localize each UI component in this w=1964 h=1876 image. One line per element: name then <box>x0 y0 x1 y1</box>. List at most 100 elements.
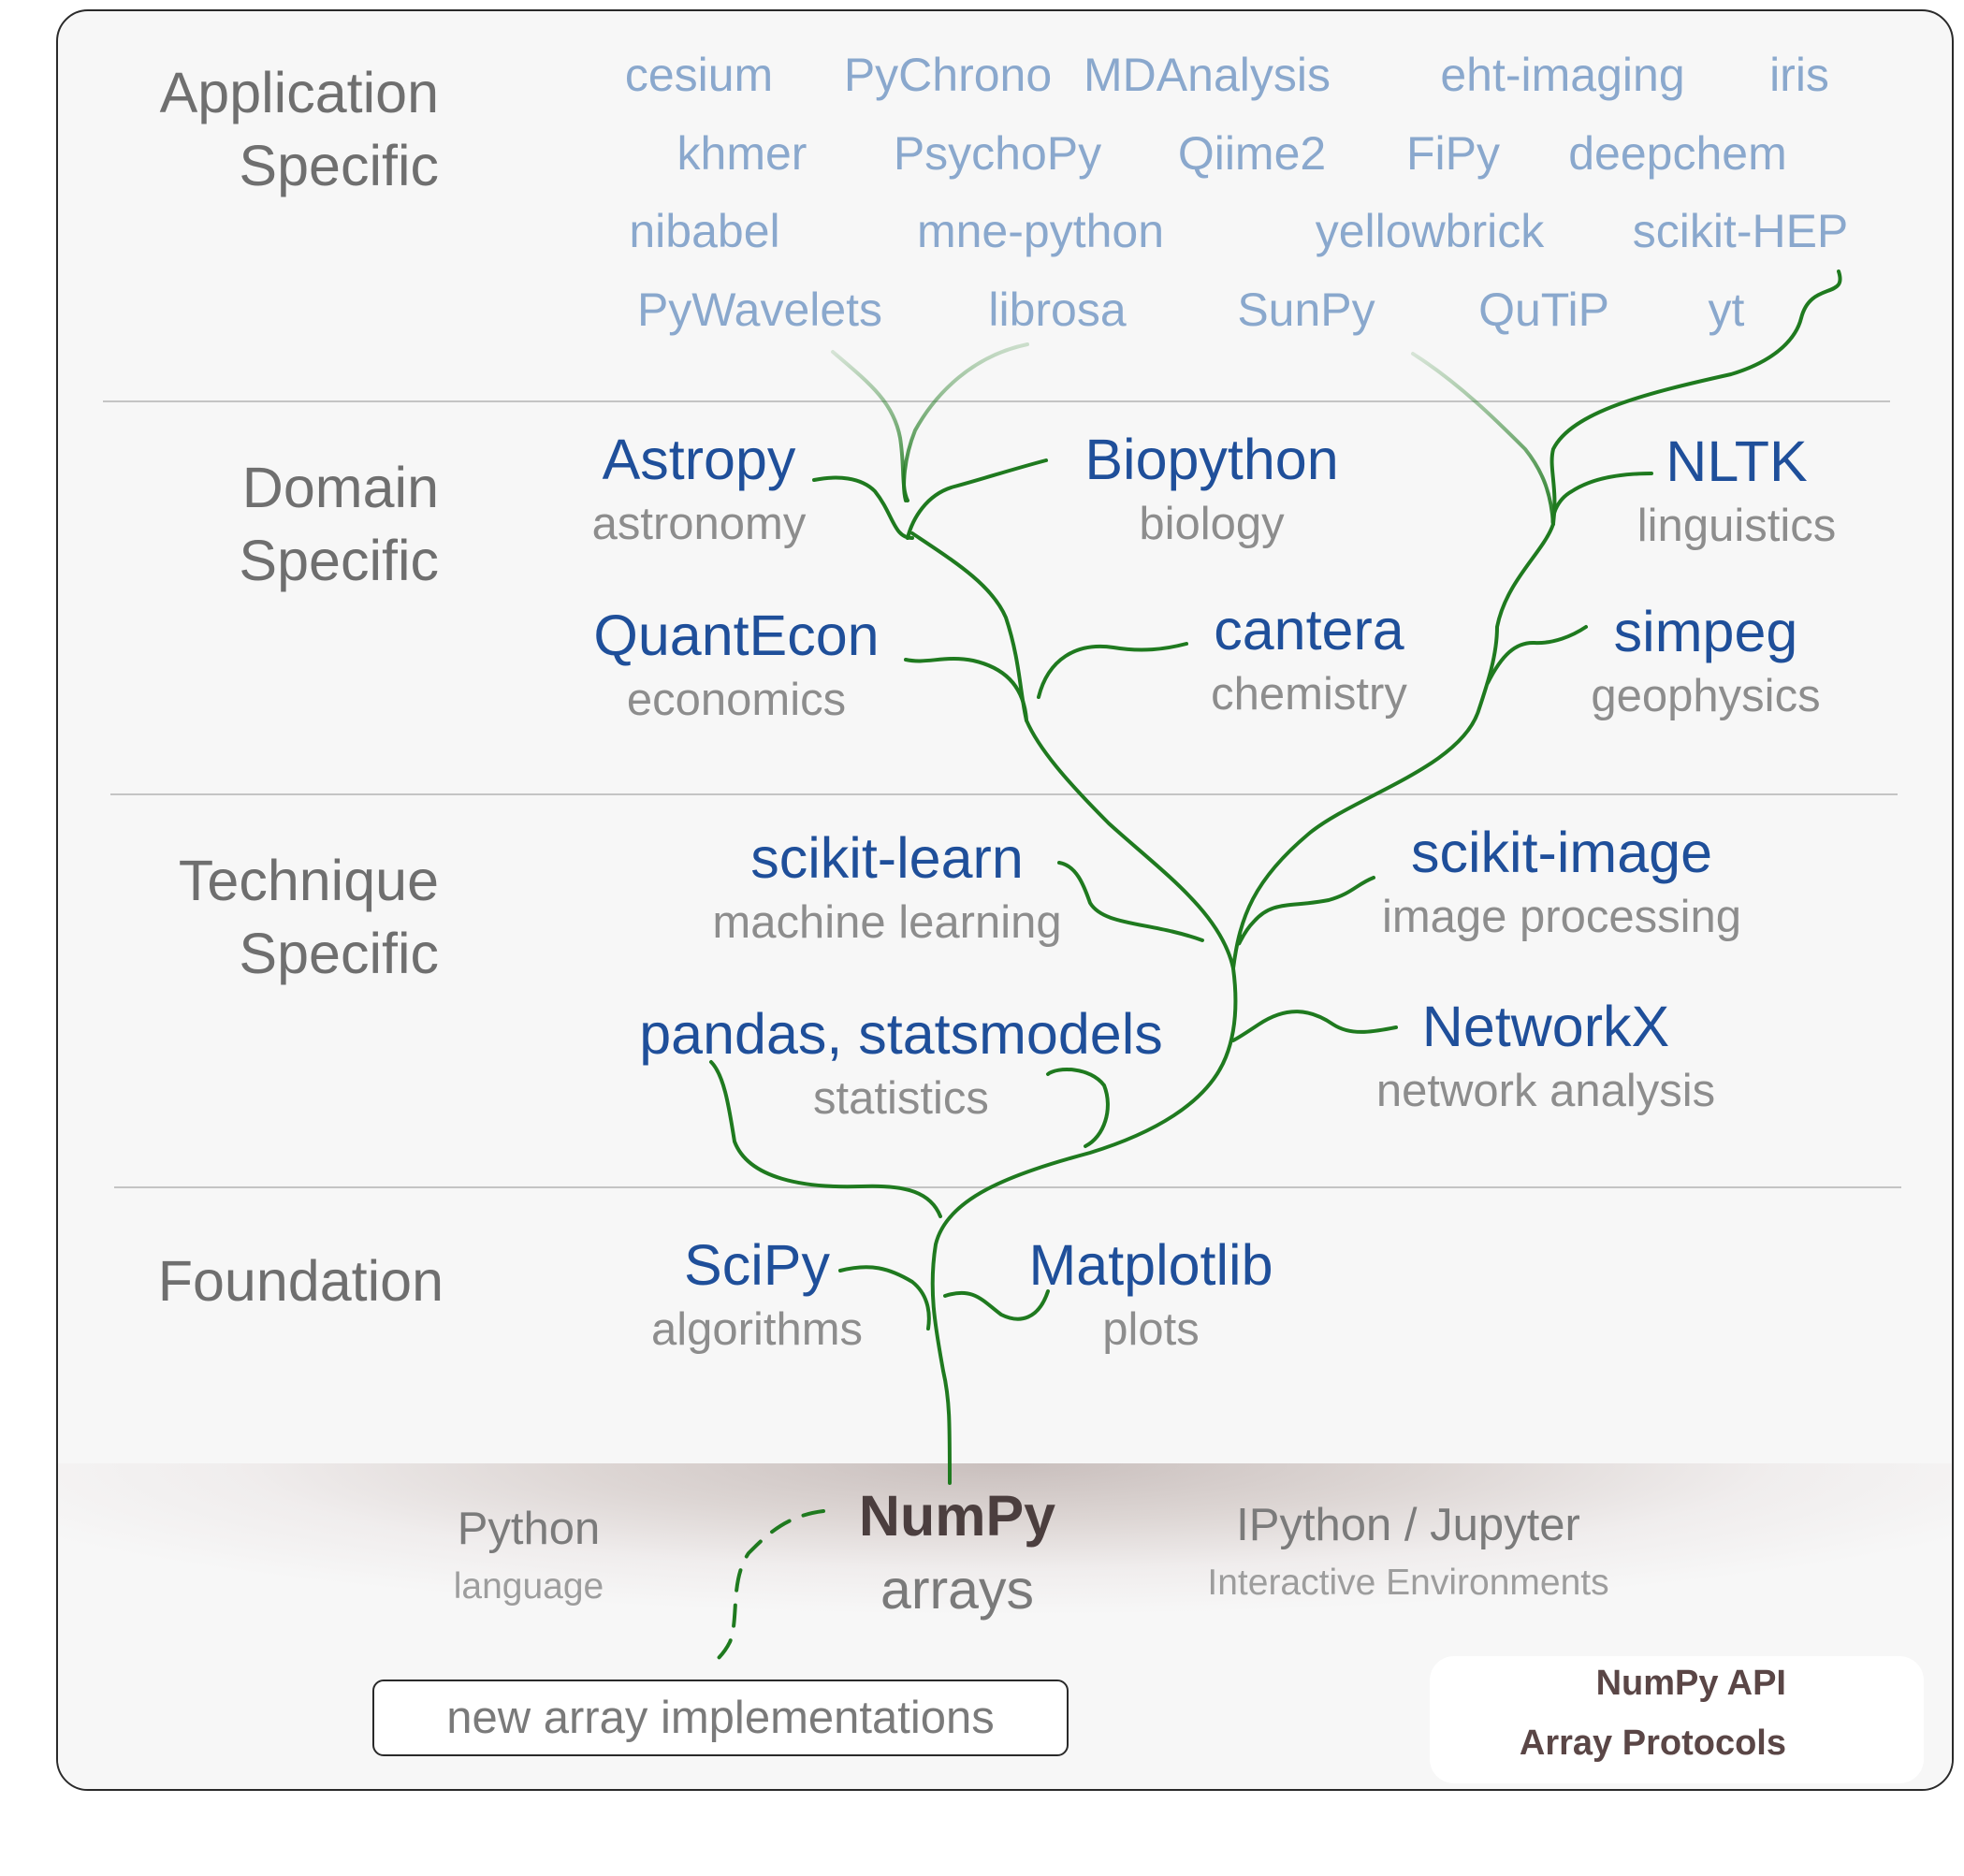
package-name: NetworkX <box>1421 995 1670 1058</box>
application-package: khmer <box>676 127 807 180</box>
branch-sunpy <box>1411 352 1555 526</box>
package-quantecon: QuantEcon economics <box>593 601 879 730</box>
application-package: cesium <box>624 49 774 101</box>
package-nltk: NLTK linguistics <box>1637 427 1836 556</box>
core-ipython-jupyter: IPython / Jupyter Interactive Environmen… <box>1207 1493 1608 1609</box>
application-package: nibabel <box>629 205 780 257</box>
application-package: mne-python <box>916 205 1165 257</box>
package-name: Astropy <box>602 428 796 491</box>
core-description: arrays <box>880 1559 1034 1621</box>
package-matplotlib: Matplotlib plots <box>1028 1230 1273 1360</box>
package-simpeg: simpeg geophysics <box>1591 597 1820 726</box>
package-name: Biopython <box>1084 428 1339 491</box>
branch-astropy <box>812 475 914 540</box>
divider-domain-technique <box>110 793 1898 795</box>
layer-title-line: Foundation <box>157 1249 444 1313</box>
package-pandas-statsmodels: pandas, statsmodels statistics <box>639 999 1162 1128</box>
package-cantera: cantera chemistry <box>1211 595 1407 724</box>
core-python: Python language <box>454 1497 604 1613</box>
package-description: network analysis <box>1375 1066 1716 1116</box>
branch-statsmodels <box>1046 1068 1110 1148</box>
package-name: scikit-learn <box>750 826 1024 890</box>
divider-application-domain <box>103 400 1890 402</box>
protocol-dashed-line <box>714 1509 825 1663</box>
core-name: Python <box>457 1504 601 1554</box>
application-package: deepchem <box>1568 127 1787 180</box>
layer-title-line: Specific <box>239 529 439 592</box>
core-numpy: NumPy arrays <box>859 1478 1055 1626</box>
application-package: yellowbrick <box>1315 205 1545 257</box>
application-package: PyChrono <box>843 49 1053 101</box>
branch-scipy <box>838 1265 931 1331</box>
branch-networkx <box>1231 1010 1398 1042</box>
package-name: NLTK <box>1666 429 1808 493</box>
core-name: NumPy <box>858 1484 1056 1548</box>
application-package: MDAnalysis <box>1084 49 1331 101</box>
application-package: iris <box>1769 49 1829 101</box>
branch-matplotlib <box>943 1289 1050 1321</box>
core-description: language <box>453 1566 604 1607</box>
core-description: Interactive Environments <box>1207 1563 1609 1603</box>
layer-title-line: Domain <box>241 456 439 519</box>
application-package: yt <box>1708 284 1745 336</box>
branch-librosa <box>902 342 1029 502</box>
package-networkx: NetworkX network analysis <box>1376 992 1715 1121</box>
package-description: algorithms <box>650 1304 864 1355</box>
application-package: scikit-HEP <box>1632 205 1849 257</box>
package-biopython: Biopython biology <box>1084 425 1338 554</box>
legend <box>1430 1656 1924 1783</box>
package-scipy: SciPy algorithms <box>651 1230 863 1360</box>
branch-trunk <box>910 531 1238 1485</box>
application-package: FiPy <box>1406 127 1500 180</box>
package-description: biology <box>1139 499 1285 549</box>
package-description: linguistics <box>1637 501 1837 551</box>
branch-biopython <box>906 458 1048 540</box>
new-array-implementations-box: new array implementations <box>372 1680 1069 1756</box>
layer-title-application: Application Specific <box>160 56 439 202</box>
layer-title-line: Technique <box>178 849 439 912</box>
package-description: geophysics <box>1591 671 1821 721</box>
package-name: QuantEcon <box>593 604 880 667</box>
branch-scikit-image <box>1236 876 1375 946</box>
package-description: chemistry <box>1211 669 1407 720</box>
package-astropy: Astropy astronomy <box>592 425 807 554</box>
package-name: simpeg <box>1613 600 1798 663</box>
package-scikit-image: scikit-image image processing <box>1382 818 1741 947</box>
package-scikit-learn: scikit-learn machine learning <box>712 823 1061 953</box>
layer-title-technique: Technique Specific <box>179 844 439 990</box>
package-description: machine learning <box>712 897 1062 948</box>
application-package: PsychoPy <box>893 127 1102 180</box>
branch-cantera <box>1037 642 1188 699</box>
package-description: image processing <box>1381 892 1742 942</box>
package-name: cantera <box>1214 598 1404 662</box>
application-package: QuTiP <box>1478 284 1609 336</box>
application-package: librosa <box>988 284 1127 336</box>
legend-label-array-protocols: Array Protocols <box>1519 1723 1786 1763</box>
branch-pandas <box>709 1060 942 1218</box>
package-description: astronomy <box>591 499 807 549</box>
application-package: eht-imaging <box>1440 49 1685 101</box>
core-name: IPython / Jupyter <box>1236 1500 1580 1550</box>
branch-simpeg <box>1486 625 1588 685</box>
package-name: SciPy <box>684 1233 830 1297</box>
divider-technique-foundation <box>114 1186 1901 1188</box>
layer-title-line: Specific <box>239 134 439 197</box>
package-description: economics <box>626 675 847 725</box>
package-name: Matplotlib <box>1028 1233 1273 1297</box>
legend-label-numpy-api: NumPy API <box>1595 1664 1786 1703</box>
branch-quantecon <box>904 657 1028 722</box>
branch-right <box>1231 269 1842 970</box>
package-description: plots <box>1102 1304 1200 1355</box>
layer-title-line: Specific <box>239 922 439 985</box>
package-name: pandas, statsmodels <box>639 1002 1163 1066</box>
application-package: SunPy <box>1237 284 1375 336</box>
application-package: Qiime2 <box>1177 127 1327 180</box>
application-package: PyWavelets <box>636 284 883 336</box>
package-name: scikit-image <box>1410 821 1713 884</box>
layer-title-domain: Domain Specific <box>239 451 439 597</box>
branch-scikit-learn <box>1057 861 1204 942</box>
layer-title-foundation: Foundation <box>158 1244 444 1317</box>
layer-title-line: Application <box>159 61 439 124</box>
package-description: statistics <box>813 1073 989 1124</box>
